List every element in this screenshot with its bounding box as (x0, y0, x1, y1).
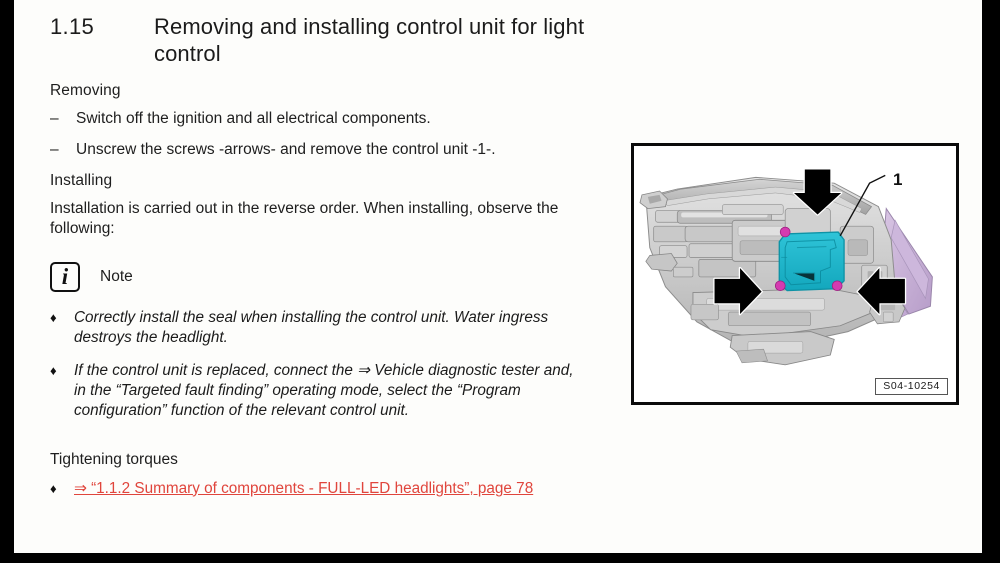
headlight-assembly-illustration (639, 168, 933, 366)
installing-heading: Installing (50, 171, 113, 189)
note-label: Note (100, 268, 133, 286)
info-icon: i (50, 262, 80, 293)
cross-reference-link[interactable]: ⇒ “1.1.2 Summary of components - FULL-LE… (74, 479, 534, 497)
diamond-bullet-icon: ♦ (50, 480, 57, 496)
note-bullet-1: ♦ Correctly install the seal when instal… (50, 308, 610, 348)
section-number: 1.15 (50, 14, 95, 39)
document-page: 1.15 Removing and installing control uni… (14, 0, 982, 553)
removing-step-1: – Switch off the ignition and all electr… (50, 109, 610, 129)
diamond-bullet-icon: ♦ (50, 363, 57, 379)
dash-marker: – (50, 141, 59, 159)
removing-step-2-text: Unscrew the screws -arrows- and remove t… (76, 141, 496, 159)
diamond-bullet-icon: ♦ (50, 310, 57, 326)
note-block: i Note (50, 262, 610, 293)
figure-reference-code: S04-10254 (875, 378, 948, 395)
removing-step-2: – Unscrew the screws -arrows- and remove… (50, 140, 610, 160)
installing-paragraph: Installation is carried out in the rever… (50, 199, 559, 238)
dash-marker: – (50, 109, 59, 127)
headlight-housing (639, 176, 906, 366)
arrow-right-left (713, 266, 763, 316)
removing-step-1-text: Switch off the ignition and all electric… (76, 109, 431, 127)
note-bullet-1-text: Correctly install the seal when installi… (74, 309, 549, 347)
note-bullet-2-text: If the control unit is replaced, connect… (74, 362, 574, 419)
note-bullet-2: ♦ If the control unit is replaced, conne… (50, 361, 610, 421)
page-title: 1.15 Removing and installing control uni… (50, 14, 610, 68)
callout-label-1: 1 (893, 170, 903, 189)
tightening-torques-bullet: ♦ ⇒ “1.1.2 Summary of components - FULL-… (50, 479, 610, 499)
figure-panel: 1 S04-10254 (631, 143, 959, 405)
arrow-down-top (792, 168, 843, 216)
arrow-left-right (856, 266, 907, 316)
text-column: 1.15 Removing and installing control uni… (50, 14, 610, 512)
removing-heading: Removing (50, 81, 121, 99)
figure-image: 1 S04-10254 (638, 150, 952, 398)
tightening-torques-heading: Tightening torques (50, 450, 178, 468)
screw-points (774, 226, 843, 291)
callout-leader-line (839, 174, 886, 237)
section-title: Removing and installing control unit for… (154, 14, 585, 66)
